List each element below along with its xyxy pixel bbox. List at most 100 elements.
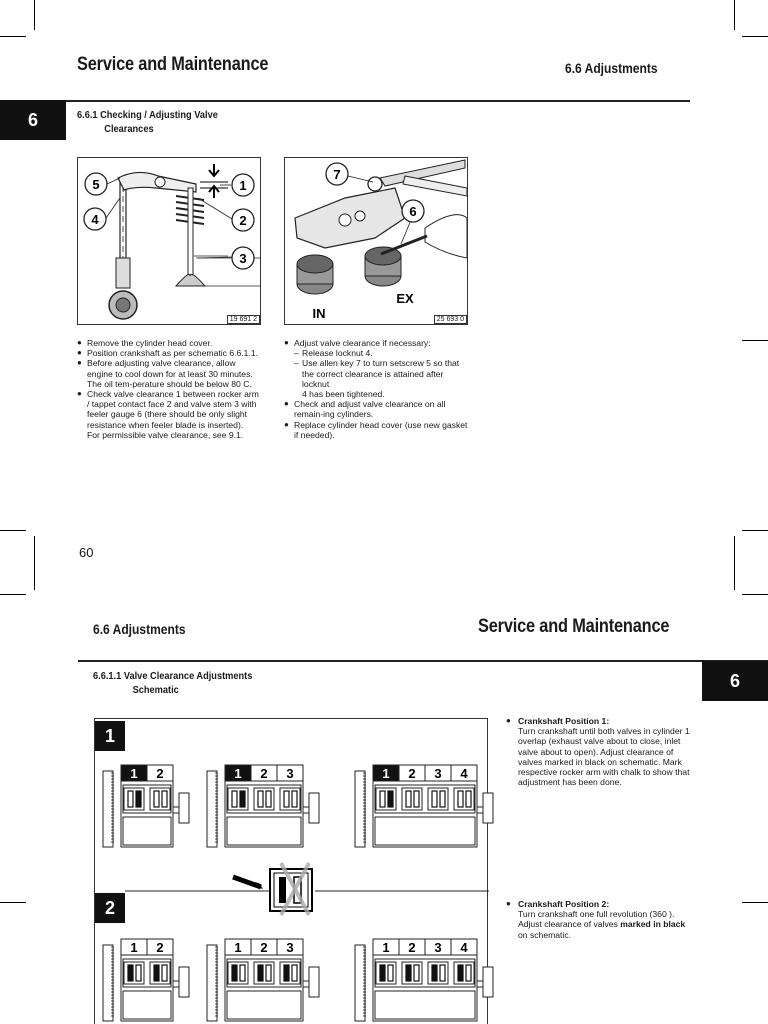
pulley	[482, 966, 494, 998]
valve-marker	[161, 964, 168, 982]
chapter-tab: 6	[0, 100, 66, 140]
chapter-tab: 6	[702, 661, 768, 701]
tappet	[115, 257, 131, 289]
subheading: 6.6.1 Checking / Adjusting Valve Clearan…	[77, 108, 218, 136]
position-text: Adjust clearance of valves marked in bla…	[518, 919, 686, 940]
valve-marker	[439, 964, 446, 982]
cylinder-number: 1	[382, 766, 389, 781]
callout-label: 3	[239, 251, 246, 266]
position-title: Crankshaft Position 1:	[518, 716, 610, 726]
callout-label: 7	[333, 167, 340, 182]
valve-spring-ex	[364, 246, 402, 287]
callout-label: 6	[409, 204, 416, 219]
valve-marker	[257, 790, 264, 808]
valve-marker	[153, 790, 160, 808]
label-in: IN	[313, 306, 326, 321]
instructions-right: Adjust valve clearance if necessary: Rel…	[284, 338, 470, 440]
figure-code: 25 693 0	[433, 315, 467, 324]
cylinder-number: 1	[130, 940, 137, 955]
valve-adjustment-figure: 7 6 IN EX 25 693 0	[284, 157, 468, 325]
position-text: Turn crankshaft until both valves in cyl…	[518, 726, 690, 788]
crop-mark	[734, 536, 735, 590]
valve-marker	[127, 964, 134, 982]
crop-mark	[34, 0, 35, 30]
page-title: Service and Maintenance	[478, 616, 670, 637]
allen-key	[379, 159, 466, 187]
page-title: Service and Maintenance	[77, 54, 269, 75]
callout-label: 5	[92, 177, 99, 192]
callout-label: 4	[91, 212, 99, 227]
cylinder-number: 1	[130, 766, 137, 781]
crop-mark	[742, 36, 768, 37]
step-marker-1: 1	[95, 721, 125, 751]
valve-marker	[465, 790, 472, 808]
crop-mark	[742, 340, 768, 341]
crop-mark	[0, 36, 26, 37]
cylinder-number: 4	[460, 766, 468, 781]
valve-marker	[231, 964, 238, 982]
cylinder-number: 2	[156, 766, 163, 781]
valve-diagram: 5 4 1 2 3	[83, 164, 260, 320]
callout-circle	[325, 162, 349, 186]
valve-marker	[239, 790, 246, 808]
cylinder-number: 1	[382, 940, 389, 955]
position-text: Turn crankshaft one full revolution (360…	[518, 909, 675, 920]
valve-marker	[431, 964, 438, 982]
pulley	[308, 792, 320, 824]
valve-marker	[379, 790, 386, 808]
section-title: 6.6 Adjustments	[93, 621, 186, 637]
feeler-gauge	[380, 234, 428, 256]
pulley	[178, 966, 190, 998]
valve-marker	[239, 964, 246, 982]
callout-circles	[83, 172, 255, 270]
valve-spring-in	[296, 254, 334, 295]
cylinder-number: 1	[234, 766, 241, 781]
cylinder-number: 2	[408, 940, 415, 955]
hand	[424, 214, 468, 259]
cylinder-number: 2	[260, 940, 267, 955]
subheading-line: Clearances	[104, 123, 154, 135]
sub-item: Use allen key 7 to turn setscrew 5 so th…	[294, 358, 470, 389]
valve-marker	[283, 964, 290, 982]
bullet-icon: ●	[506, 899, 511, 908]
crop-mark	[742, 594, 768, 595]
valve-marker	[405, 790, 412, 808]
adjustment-diagram: 7 6 IN EX	[294, 159, 468, 321]
list-item: Adjust valve clearance if necessary:	[284, 338, 470, 348]
valve-marker	[439, 790, 446, 808]
crankshaft-position-1: ● Crankshaft Position 1: Turn crankshaft…	[506, 716, 694, 788]
callout-label: 1	[239, 178, 246, 193]
valve-stem	[187, 187, 194, 279]
header-rule	[0, 100, 690, 102]
list-item: Before adjusting valve clearance, allow …	[77, 358, 263, 389]
valve-marker	[457, 964, 464, 982]
crop-mark	[0, 902, 26, 903]
list-note: For permissible valve clearance, see 9.1…	[87, 429, 244, 440]
subheading: 6.6.1.1 Valve Clearance Adjustments Sche…	[93, 669, 252, 697]
cylinder-number: 4	[460, 940, 468, 955]
valve-marker	[265, 964, 272, 982]
valve-marker	[257, 964, 264, 982]
sub-item: Release locknut 4.	[294, 348, 470, 358]
valve-head	[174, 273, 207, 287]
valve-marker	[153, 964, 160, 982]
valve-marker	[413, 790, 420, 808]
valve-marker	[135, 964, 142, 982]
cylinder-number: 2	[156, 940, 163, 955]
bullet-icon: ●	[506, 716, 511, 725]
valve-marker	[283, 790, 290, 808]
cylinder-number: 2	[260, 766, 267, 781]
cylinder-number: 3	[286, 940, 293, 955]
valve-marker	[265, 790, 272, 808]
list-item: Replace cylinder head cover (use new gas…	[284, 420, 470, 440]
valve-marker	[457, 790, 464, 808]
valve-marker	[431, 790, 438, 808]
crop-mark	[734, 0, 735, 30]
valve-marker	[291, 964, 298, 982]
pulley	[178, 792, 190, 824]
crop-mark	[0, 530, 26, 531]
